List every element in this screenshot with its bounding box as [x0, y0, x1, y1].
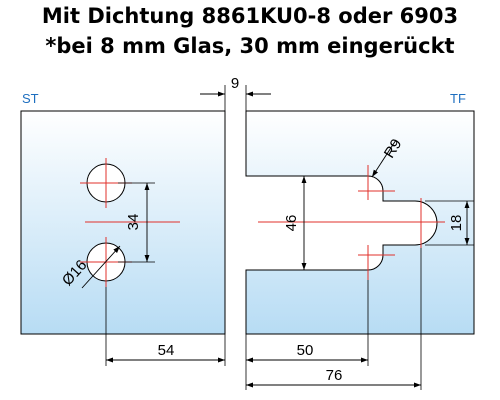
dim-inner-depth-text: 50 — [297, 342, 314, 359]
dim-radius-leader — [371, 139, 397, 178]
title-line-2: *bei 8 mm Glas, 30 mm eingerückt — [45, 34, 455, 58]
dim-diameter-leader — [81, 245, 121, 289]
left-panel-label: ST — [22, 91, 39, 106]
right-panel-label: TF — [450, 91, 466, 106]
right-glass-panel — [245, 110, 475, 335]
dim-left-offset-text: 54 — [158, 342, 175, 359]
extension-lines — [105, 85, 474, 390]
dim-cutout-height-text: 46 — [283, 215, 300, 232]
dim-gap-text: 9 — [231, 75, 239, 92]
dimension-lines — [81, 91, 470, 388]
title-line-1: Mit Dichtung 8861KU0-8 oder 6903 — [41, 4, 459, 28]
dim-slot-width-text: 18 — [448, 215, 465, 232]
dim-outer-depth-text: 76 — [326, 367, 343, 384]
dim-hole-spacing-text: 34 — [125, 214, 142, 231]
